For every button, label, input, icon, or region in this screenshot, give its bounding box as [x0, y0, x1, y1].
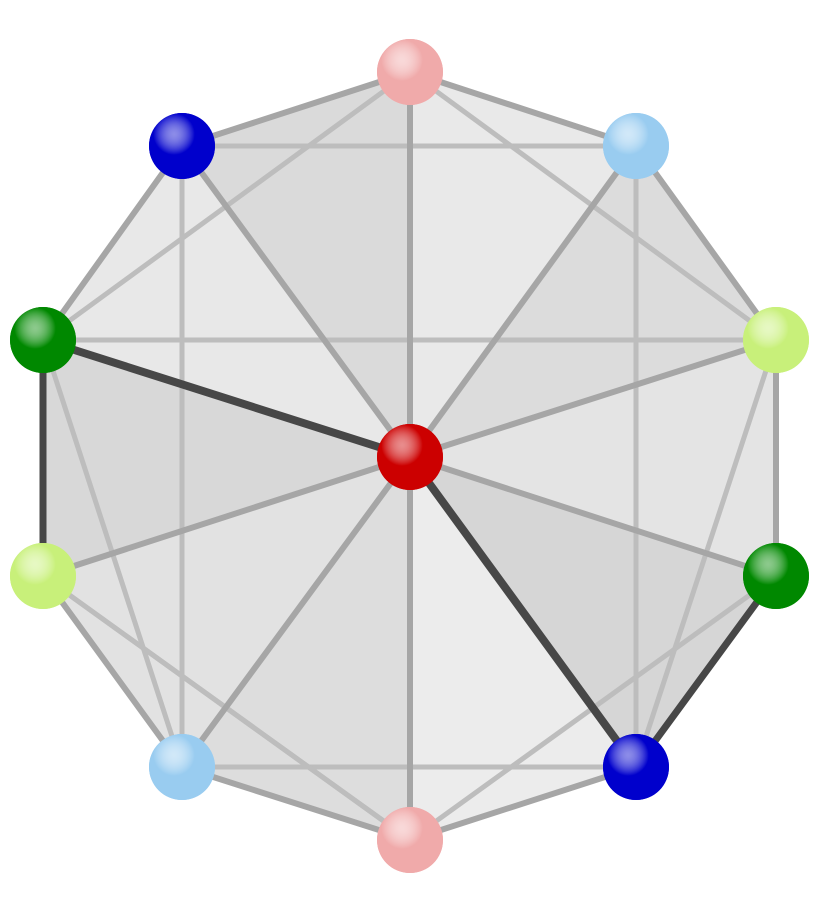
faces-group [43, 72, 776, 840]
vertex-shading-right [743, 307, 809, 373]
facet-5 [410, 457, 636, 840]
vertex-shading-left [10, 307, 76, 373]
facet-9 [43, 146, 410, 457]
outline-edge-6 [179, 764, 413, 843]
vertex-shading-center [377, 424, 443, 490]
spoke-edge-7 [179, 454, 413, 770]
outline-edge-1 [407, 69, 639, 149]
spoke-edge-5 [406, 453, 640, 771]
outline-edge-4 [632, 572, 780, 771]
facet-1 [410, 72, 636, 457]
vertex-shading-upper-right [603, 113, 669, 179]
outline-edge-5 [407, 764, 639, 843]
outline-edge-10 [179, 69, 413, 149]
outline-edge-2 [633, 143, 779, 343]
spoke-edge-2 [407, 143, 639, 460]
facet-7 [43, 457, 410, 767]
vertices-group [10, 39, 809, 873]
front-edges-group [39, 69, 780, 843]
vertex-shading-upper-left [149, 113, 215, 179]
vertex-shading-right-lower [743, 543, 809, 609]
vertex-shading-top [377, 39, 443, 105]
outline-edge-7 [40, 573, 185, 770]
spoke-edge-3 [407, 337, 779, 460]
facet-3 [410, 340, 776, 576]
facet-2 [410, 146, 776, 457]
facet-8 [43, 340, 410, 576]
vertex-shading-left-lower [10, 543, 76, 609]
vertex-shading-lower-left [149, 734, 215, 800]
facet-6 [182, 457, 410, 840]
spoke-edge-4 [407, 454, 779, 579]
vertex-shading-bottom [377, 807, 443, 873]
facet-4 [410, 457, 776, 767]
outline-edge-9 [40, 143, 185, 343]
spoke-edge-9 [39, 336, 414, 461]
spoke-edge-8 [40, 454, 413, 579]
vertex-shading-lower-right [603, 734, 669, 800]
spoke-edge-10 [179, 143, 413, 460]
facet-10 [182, 72, 410, 457]
